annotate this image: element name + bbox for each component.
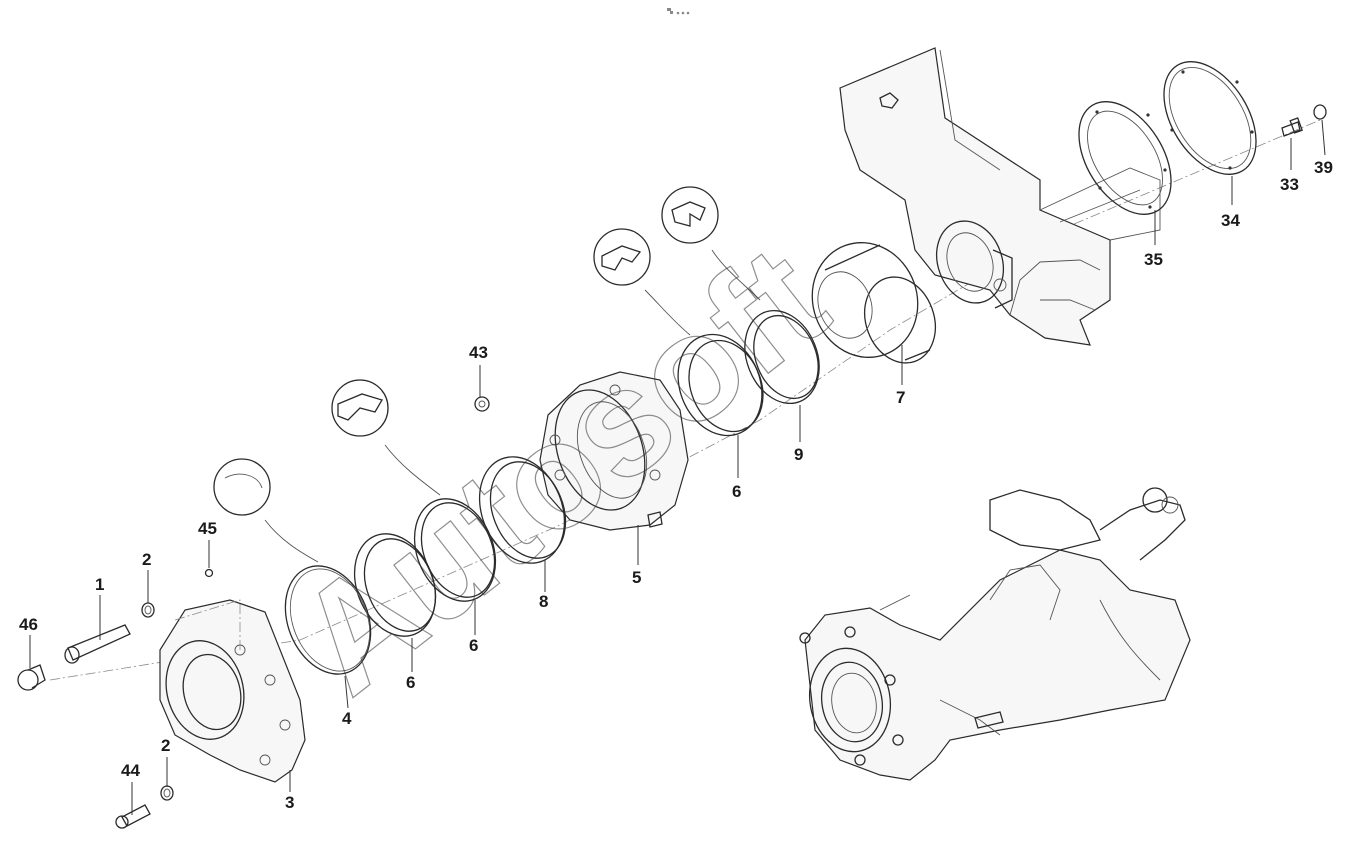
callout-35: 35 xyxy=(1144,250,1163,269)
flange-3 xyxy=(159,599,306,783)
callout-43: 43 xyxy=(469,343,488,362)
profile-detail-lower xyxy=(331,379,441,496)
bearing-7 xyxy=(811,242,936,364)
callout-33: 33 xyxy=(1280,175,1299,194)
ring-6-upper xyxy=(677,333,764,437)
assembled-view xyxy=(799,487,1191,781)
callout-6-middle: 6 xyxy=(469,636,478,655)
callout-6-lower: 6 xyxy=(406,673,415,692)
bolt-1 xyxy=(64,624,131,664)
cap-39 xyxy=(1313,104,1327,120)
axle-housing xyxy=(839,47,1161,346)
pin-45 xyxy=(204,568,214,578)
carrier-5 xyxy=(539,371,689,531)
ring-6-lower xyxy=(353,533,437,637)
more-options-icon[interactable] xyxy=(667,8,690,15)
callout-4: 4 xyxy=(342,709,352,728)
callout-5: 5 xyxy=(632,568,641,587)
callout-46: 46 xyxy=(19,615,38,634)
profile-detail-mid xyxy=(593,228,691,336)
gasket-34 xyxy=(1163,61,1257,175)
callout-39: 39 xyxy=(1314,158,1333,177)
watermark: Autosoft xyxy=(266,213,856,726)
callout-34: 34 xyxy=(1221,211,1240,230)
washer-2-upper xyxy=(141,602,155,618)
callout-44: 44 xyxy=(121,761,140,780)
profile-detail-upper xyxy=(661,186,761,301)
svg-text:Autosoft: Autosoft xyxy=(266,213,855,725)
callout-2-lower: 2 xyxy=(161,736,170,755)
callout-3: 3 xyxy=(285,793,294,812)
bolt-33 xyxy=(1281,117,1303,137)
callout-2: 2 xyxy=(142,550,151,569)
gasket-35 xyxy=(1078,101,1172,215)
profile-detail-oring xyxy=(213,458,319,563)
callout-9: 9 xyxy=(794,445,803,464)
plug-46 xyxy=(17,664,46,691)
bolt-44 xyxy=(115,804,151,829)
callout-6-upper: 6 xyxy=(732,482,741,501)
callout-45: 45 xyxy=(198,519,217,538)
bushing-43 xyxy=(474,396,490,412)
o-ring-4 xyxy=(284,565,372,675)
washer-2-lower xyxy=(160,785,174,801)
callout-labels: 1 2 45 46 3 4 6 6 8 5 6 9 7 43 35 34 33 … xyxy=(19,158,1333,812)
leader-lines xyxy=(29,119,1326,815)
ring-9 xyxy=(744,309,820,405)
callout-7: 7 xyxy=(896,388,905,407)
callout-8: 8 xyxy=(539,592,548,611)
callout-1: 1 xyxy=(95,575,104,594)
